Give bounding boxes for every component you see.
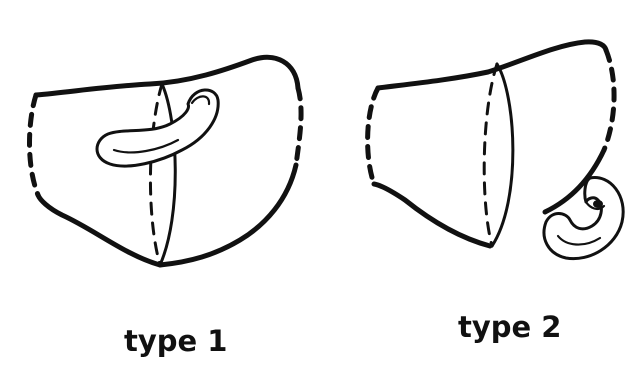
- type-2-cross-section-front: [492, 64, 513, 246]
- type-1-figure: [30, 57, 302, 265]
- type-2-figure: [368, 42, 624, 259]
- type-2-caption: type 2: [458, 310, 561, 344]
- type-1-right-boundary-dashed: [296, 88, 301, 165]
- type-2-torus-hole-shadow: [593, 200, 603, 208]
- type-1-caption: type 1: [124, 324, 227, 358]
- type-2-surface-top: [378, 42, 606, 88]
- type-1-surface-outline: [36, 57, 298, 95]
- type-2-right-boundary-dashed: [604, 50, 614, 150]
- type-1-cross-section-front: [160, 84, 175, 265]
- type-1-surface-lower-right: [160, 165, 296, 265]
- type-1-surface-bottom: [38, 195, 160, 265]
- type-2-left-boundary-dashed: [368, 88, 378, 184]
- type-1-cross-section-back: [150, 84, 162, 265]
- type-2-surface-bottom: [374, 184, 490, 246]
- type-1-handle: [97, 90, 218, 166]
- type-2-torus: [544, 178, 623, 259]
- type-1-left-boundary-dashed: [30, 95, 39, 195]
- type-2-cross-section-back: [484, 64, 497, 246]
